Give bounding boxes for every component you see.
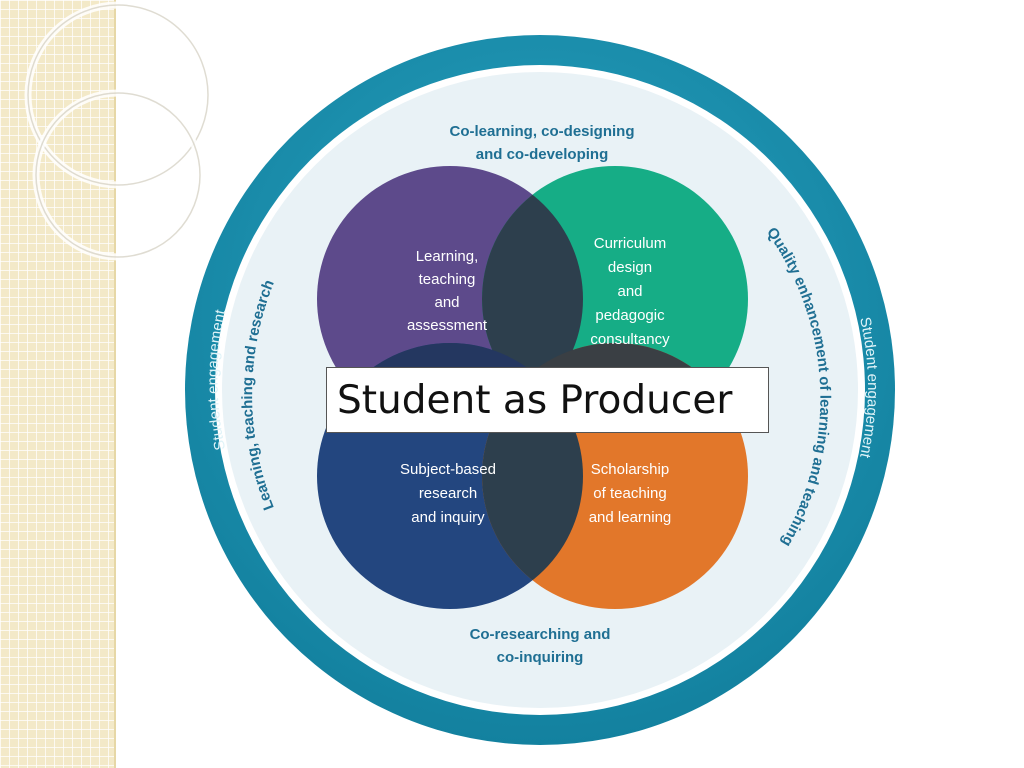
slide-title-box: Student as Producer — [326, 367, 769, 433]
tl-line-3: and — [434, 294, 459, 311]
tl-line-1: Learning, — [416, 248, 479, 265]
br-line-3: and learning — [589, 509, 672, 526]
tr-line-4: pedagogic — [595, 307, 665, 324]
bottom-label-line-2: co-inquiring — [497, 649, 584, 666]
bl-line-2: research — [419, 485, 477, 502]
tr-line-5: consultancy — [590, 331, 670, 348]
tl-line-2: teaching — [419, 271, 476, 288]
bl-line-3: and inquiry — [411, 509, 485, 526]
tl-line-4: assessment — [407, 317, 488, 334]
bottom-label-line-1: Co-researching and — [470, 626, 611, 643]
bl-line-1: Subject-based — [400, 461, 496, 478]
decorative-rings — [24, 1, 212, 261]
slide-title: Student as Producer — [337, 377, 733, 423]
tr-line-2: design — [608, 259, 652, 276]
top-label-line-2: and co-developing — [476, 146, 609, 163]
tr-line-3: and — [617, 283, 642, 300]
top-label-line-1: Co-learning, co-designing — [449, 123, 634, 140]
br-line-1: Scholarship — [591, 461, 669, 478]
tr-line-1: Curriculum — [594, 235, 667, 252]
br-line-2: of teaching — [593, 485, 666, 502]
decorative-left-strip — [0, 0, 116, 768]
